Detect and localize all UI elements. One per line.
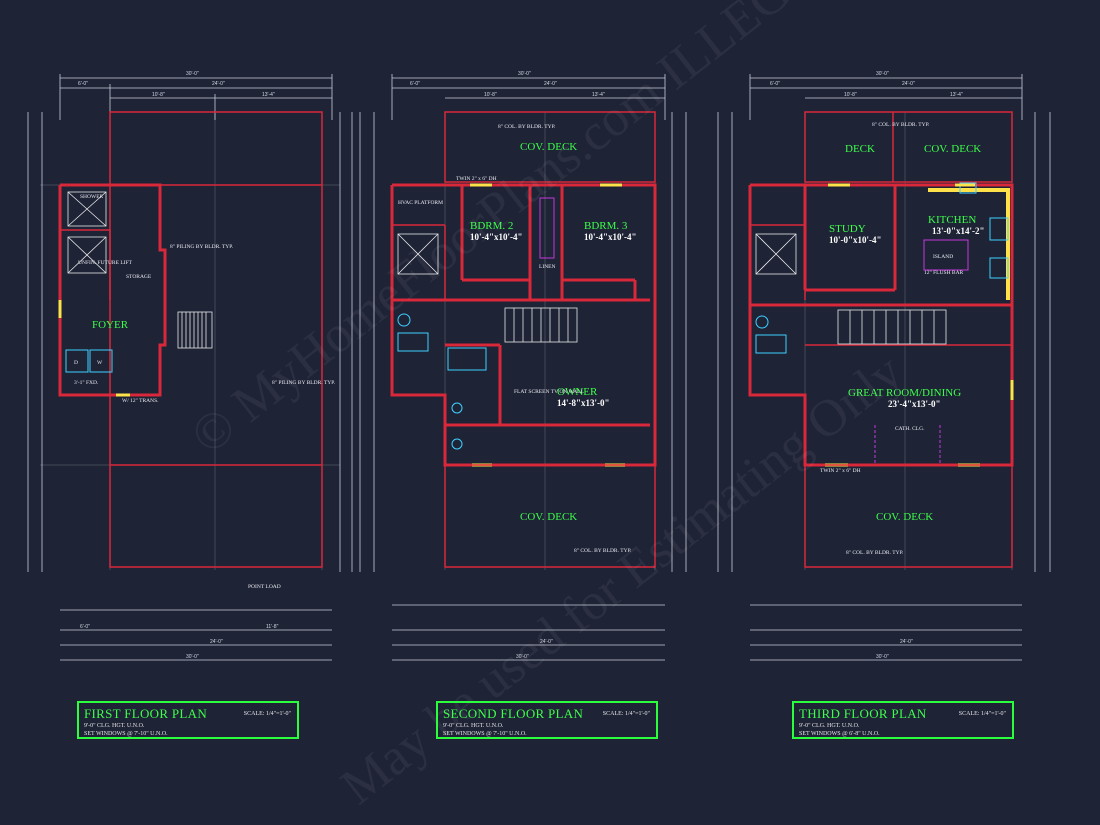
note-col-bottom: 8" COL. BY BLDR. TYP. [846, 550, 904, 556]
note-twin-dh: TWIN 2" x 6" DH [456, 176, 497, 182]
size-great-room: 23'-4"x13'-0" [888, 399, 941, 409]
room-kitchen: KITCHEN [928, 214, 976, 226]
scale-first-floor: SCALE: 1/4"=1'-0" [243, 711, 291, 717]
clg-first-floor: 9'-0" CLG. HGT. U.N.O. [84, 723, 145, 729]
dim-top-b: 24'-0" [544, 81, 557, 87]
room-cov-deck-bottom: COV. DECK [520, 511, 577, 523]
note-piling-2: 8" PILING BY BLDR. TYP. [272, 380, 336, 386]
dim-top-a: 6'-0" [410, 81, 420, 87]
note-piling-1: 8" PILING BY BLDR. TYP. [170, 244, 234, 250]
size-kitchen: 13'-0"x14'-2" [932, 226, 985, 236]
dim-bottom-a: 24'-0" [900, 639, 913, 645]
size-study: 10'-0"x10'-4" [829, 235, 882, 245]
note-col-bottom: 8" COL. BY BLDR. TYP. [574, 548, 632, 554]
first-floor-plan: 30'-0" 6'-0" 24'-0" 10'-8" 13'-4" D W [27, 71, 353, 661]
dim-bottom-a: 24'-0" [540, 639, 553, 645]
dim-top-a: 6'-0" [78, 81, 88, 87]
room-cov-deck-top: COV. DECK [924, 143, 981, 155]
dim-bottom-c: 11'-8" [266, 624, 279, 630]
title-block-second-floor: SECOND FLOOR PLAN SCALE: 1/4"=1'-0" 9'-0… [436, 701, 658, 739]
windows-first-floor: SET WINDOWS @ 7'-10" U.N.O. [84, 731, 168, 737]
title-block-first-floor: FIRST FLOOR PLAN SCALE: 1/4"=1'-0" 9'-0"… [77, 701, 299, 739]
dim-top-overall: 30'-0" [876, 71, 889, 77]
clg-second-floor: 9'-0" CLG. HGT. U.N.O. [443, 723, 504, 729]
scale-second-floor: SCALE: 1/4"=1'-0" [602, 711, 650, 717]
note-future-lift: UNFIN. FUTURE LIFT [78, 260, 133, 266]
note-island: ISLAND [933, 254, 953, 260]
dim-bottom-b: 24'-0" [210, 639, 223, 645]
title-third-floor: THIRD FLOOR PLAN [799, 706, 927, 721]
note-flush-bar: 12" FLUSH BAR [924, 270, 964, 276]
note-cath-clg: CATH. CLG. [895, 426, 925, 432]
title-block-third-floor: THIRD FLOOR PLAN SCALE: 1/4"=1'-0" 9'-0"… [792, 701, 1014, 739]
third-floor-plan: 30'-0" 6'-0" 24'-0" 10'-8" 13'-4" [717, 71, 1051, 661]
note-linen: LINEN [539, 264, 556, 270]
room-owner: OWNER [557, 386, 598, 398]
size-owner: 14'-8"x13'-0" [557, 398, 610, 408]
windows-third-floor: SET WINDOWS @ 6'-8" U.N.O. [799, 731, 880, 737]
svg-text:W: W [97, 360, 103, 366]
dim-top-a: 6'-0" [770, 81, 780, 87]
note-point-load: POINT LOAD [248, 584, 281, 590]
room-great-room: GREAT ROOM/DINING [848, 387, 961, 399]
dim-top-overall: 30'-0" [186, 71, 199, 77]
note-hvac: HVAC PLATFORM [398, 200, 443, 206]
note-col-top: 8" COL. BY BLDR. TYP. [872, 122, 930, 128]
room-study: STUDY [829, 223, 866, 235]
svg-text:D: D [74, 360, 78, 366]
room-cov-deck-bottom: COV. DECK [876, 511, 933, 523]
dim-bottom-overall: 30'-0" [876, 654, 889, 660]
room-bdrm-3: BDRM. 3 [584, 220, 628, 232]
clg-third-floor: 9'-0" CLG. HGT. U.N.O. [799, 723, 860, 729]
room-foyer: FOYER [92, 319, 129, 331]
second-floor-plan: 30'-0" 6'-0" 24'-0" 10'-8" 13'-4" [359, 71, 687, 661]
room-storage: STORAGE [126, 274, 152, 280]
note-col-top: 8" COL. BY BLDR. TYP. [498, 124, 556, 130]
dim-bottom-overall: 30'-0" [516, 654, 529, 660]
note-flat-screen: FLAT SCREEN TV ON WALL [514, 389, 585, 395]
title-second-floor: SECOND FLOOR PLAN [443, 706, 584, 721]
dim-top-d: 13'-4" [950, 92, 963, 98]
note-fixed-window: 3'-1" FXD. [74, 380, 99, 386]
windows-second-floor: SET WINDOWS @ 7'-10" U.N.O. [443, 731, 527, 737]
room-bdrm-2: BDRM. 2 [470, 220, 513, 232]
dim-bottom-a: 6'-0" [80, 624, 90, 630]
note-twin-dh: TWIN 2" x 6" DH [820, 468, 861, 474]
dim-top-overall: 30'-0" [518, 71, 531, 77]
room-cov-deck-top: COV. DECK [520, 141, 577, 153]
room-shower: SHOWER [80, 194, 104, 200]
dim-top-c: 10'-8" [484, 92, 497, 98]
dim-top-d: 13'-4" [262, 92, 275, 98]
size-bdrm-2: 10'-4"x10'-4" [470, 232, 523, 242]
dim-top-c: 10'-8" [152, 92, 165, 98]
dim-top-b: 24'-0" [902, 81, 915, 87]
dim-top-b: 24'-0" [212, 81, 225, 87]
note-transom: W/ 12" TRANS. [122, 398, 159, 404]
dim-top-c: 10'-8" [844, 92, 857, 98]
scale-third-floor: SCALE: 1/4"=1'-0" [958, 711, 1006, 717]
dim-bottom-overall: 30'-0" [186, 654, 199, 660]
title-first-floor: FIRST FLOOR PLAN [84, 706, 208, 721]
dim-top-d: 13'-4" [592, 92, 605, 98]
room-deck: DECK [845, 143, 875, 155]
size-bdrm-3: 10'-4"x10'-4" [584, 232, 637, 242]
